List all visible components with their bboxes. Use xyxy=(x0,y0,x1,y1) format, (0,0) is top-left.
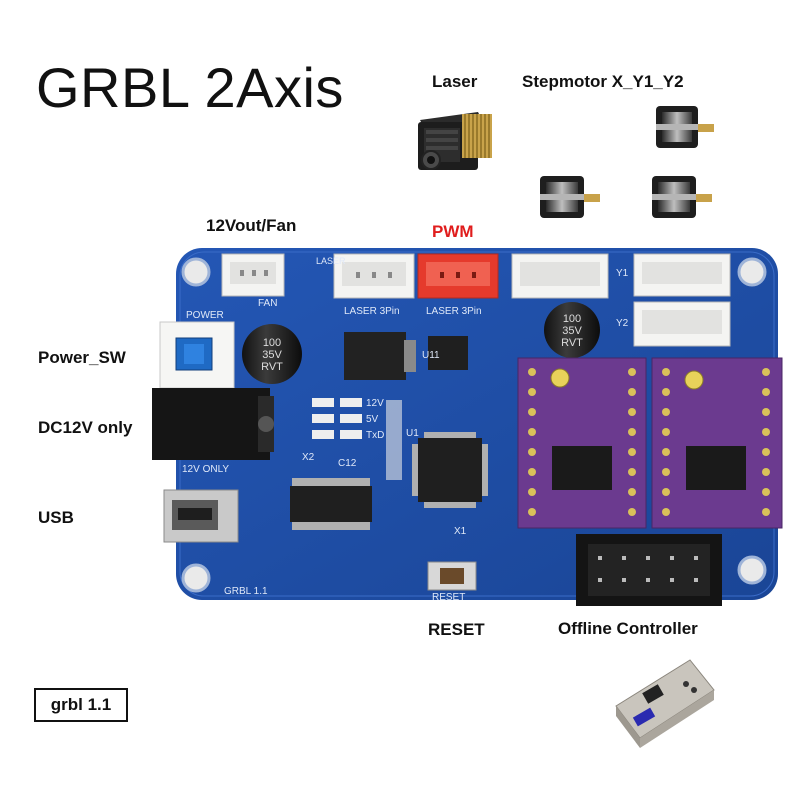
silk-u1: U1 xyxy=(406,428,419,439)
silk-reset: RESET xyxy=(432,592,465,603)
silk-y2: Y2 xyxy=(616,318,629,329)
usb-label: USB xyxy=(38,508,74,527)
stepper-driver-1 xyxy=(517,357,647,529)
silk-12v-only: 12V ONLY xyxy=(182,464,229,475)
reset-button-part xyxy=(427,561,477,591)
svg-text:35V: 35V xyxy=(262,349,282,361)
offline-controller-label: Offline Controller xyxy=(558,619,698,638)
silkscreen-text: POWER FAN LASER 3Pin LASER 3Pin LASER Y1… xyxy=(182,256,629,603)
silk-c12: C12 xyxy=(338,458,357,469)
stepper-motor-3 xyxy=(652,176,712,218)
led-block xyxy=(312,398,362,439)
dc-jack xyxy=(152,388,274,460)
silk-power: POWER xyxy=(186,310,224,321)
laser-module-image xyxy=(418,112,492,170)
mcu-chip xyxy=(412,432,488,508)
reset-label: RESET xyxy=(428,620,485,639)
svg-text:35V: 35V xyxy=(562,325,582,337)
silk-laser-3pin: LASER 3Pin xyxy=(344,306,400,317)
silk-laser-3pin-2: LASER 3Pin xyxy=(426,306,482,317)
voltage-regulator xyxy=(344,332,416,380)
stepper-driver-2 xyxy=(651,357,783,529)
offline-controller-device-image xyxy=(615,659,715,748)
power-switch-label: Power_SW xyxy=(38,348,126,367)
silk-x1: X1 xyxy=(454,526,467,537)
silk-y1: Y1 xyxy=(616,268,629,279)
fan-label: 12Vout/Fan xyxy=(206,216,297,235)
stepper-motor-2 xyxy=(540,176,600,218)
power-switch xyxy=(159,321,235,389)
silk-fan: FAN xyxy=(258,298,277,309)
page-title: GRBL 2Axis xyxy=(36,56,344,119)
stepper-motor-1 xyxy=(656,106,714,148)
silk-x2: X2 xyxy=(302,452,315,463)
usb-port xyxy=(163,489,239,543)
capacitor-left: 100 35V RVT xyxy=(242,324,302,384)
usb-serial-chip xyxy=(290,478,372,530)
chip-u11 xyxy=(428,336,468,370)
offline-controller-header xyxy=(576,534,722,606)
pwm-label: PWM xyxy=(432,222,474,241)
svg-text:100: 100 xyxy=(563,313,581,325)
capacitor-right: 100 35V RVT xyxy=(544,302,600,358)
svg-text:RVT: RVT xyxy=(561,337,583,349)
laser-3pin-connector xyxy=(333,253,415,299)
grbl-version-badge: grbl 1.1 xyxy=(34,688,128,722)
silk-grbl: GRBL 1.1 xyxy=(224,586,268,597)
svg-text:RVT: RVT xyxy=(261,361,283,373)
dc12v-label: DC12V only xyxy=(38,418,133,437)
pwm-connector xyxy=(417,253,499,299)
silk-u11: U11 xyxy=(422,350,440,361)
silk-5v: 5V xyxy=(366,414,379,425)
y2-connector xyxy=(633,301,731,347)
x-axis-connector xyxy=(511,253,609,299)
silk-12v: 12V xyxy=(366,398,384,409)
laser-label: Laser xyxy=(432,72,478,91)
fan-connector xyxy=(221,253,285,297)
y1-connector xyxy=(633,253,731,297)
silk-laser-small: LASER xyxy=(316,256,346,266)
silk-txd: TxD xyxy=(366,430,384,441)
stepmotor-label: Stepmotor X_Y1_Y2 xyxy=(522,72,684,91)
pin-header-small xyxy=(386,400,402,480)
svg-text:100: 100 xyxy=(263,337,281,349)
